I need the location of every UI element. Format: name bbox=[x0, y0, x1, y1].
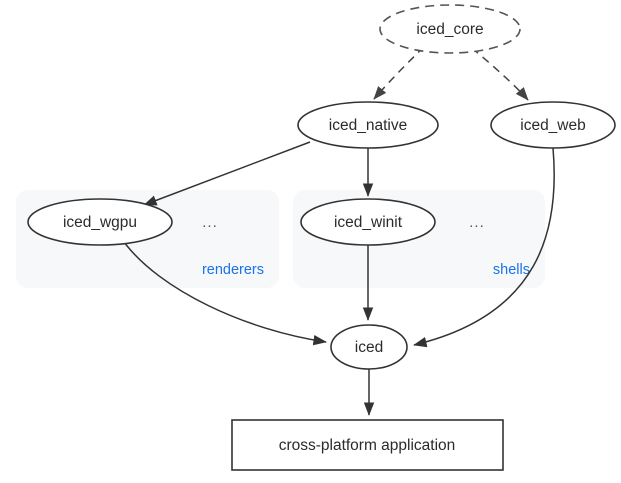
node-iced-ellipse[interactable] bbox=[330, 324, 408, 370]
node-iced_native-label: iced_native bbox=[329, 117, 407, 134]
node-iced_native[interactable]: iced_native bbox=[297, 101, 439, 149]
node-application-label: cross-platform application bbox=[279, 437, 456, 454]
cluster-shells-label: shells bbox=[493, 262, 530, 278]
edge-iced_wgpu-to-iced bbox=[123, 241, 327, 346]
edge-iced_web-to-iced bbox=[413, 147, 555, 348]
cluster-shells-ellipsis: ... bbox=[469, 214, 485, 231]
node-iced_wgpu-label: iced_wgpu bbox=[63, 214, 137, 231]
edge-layer bbox=[123, 46, 555, 416]
node-iced_core[interactable]: iced_core bbox=[379, 4, 521, 54]
node-iced_wgpu[interactable]: iced_wgpu bbox=[27, 198, 173, 246]
cluster-renderers-label: renderers bbox=[202, 262, 264, 278]
node-iced[interactable]: iced bbox=[330, 324, 408, 370]
node-iced_web-label: iced_web bbox=[520, 117, 586, 134]
node-iced_wgpu-ellipse[interactable] bbox=[27, 198, 173, 246]
node-iced_winit[interactable]: iced_winit bbox=[300, 198, 436, 246]
node-iced_native-ellipse[interactable] bbox=[297, 101, 439, 149]
node-application[interactable]: cross-platform application bbox=[231, 419, 504, 471]
edge-iced_core-to-iced_web bbox=[471, 47, 529, 101]
node-iced_winit-label: iced_winit bbox=[334, 214, 403, 231]
node-iced_winit-ellipse[interactable] bbox=[300, 198, 436, 246]
cluster-renderers-ellipsis: ... bbox=[202, 214, 218, 231]
node-iced_core-ellipse[interactable] bbox=[379, 4, 521, 54]
node-iced-label: iced bbox=[355, 339, 383, 356]
node-iced_web[interactable]: iced_web bbox=[490, 101, 616, 149]
edge-iced_core-to-iced_native bbox=[373, 46, 425, 100]
edge-iced_native-to-iced_wgpu bbox=[143, 141, 311, 206]
node-iced_core-label: iced_core bbox=[416, 21, 483, 38]
node-application-box[interactable] bbox=[231, 419, 504, 471]
node-iced_web-ellipse[interactable] bbox=[490, 101, 616, 149]
